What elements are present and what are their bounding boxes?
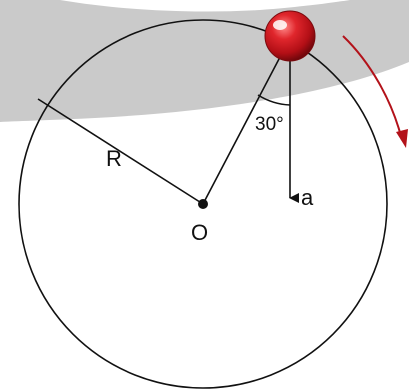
gray-band-top-cut <box>60 0 350 12</box>
center-label: O <box>191 220 208 245</box>
angle-arc <box>257 94 291 106</box>
radius-line <box>37 98 204 205</box>
circular-path <box>18 19 388 389</box>
gray-band <box>0 0 409 122</box>
acceleration-label: a <box>301 185 314 210</box>
center-point <box>198 199 208 209</box>
angle-label: 30° <box>255 114 284 135</box>
ball-icon <box>264 10 316 62</box>
clockwise-arrow-icon <box>342 35 403 141</box>
ball-highlight <box>273 20 287 30</box>
center-to-ball-line <box>202 37 291 205</box>
radius-label: R <box>106 146 122 171</box>
clockwise-arrowhead <box>396 129 408 148</box>
